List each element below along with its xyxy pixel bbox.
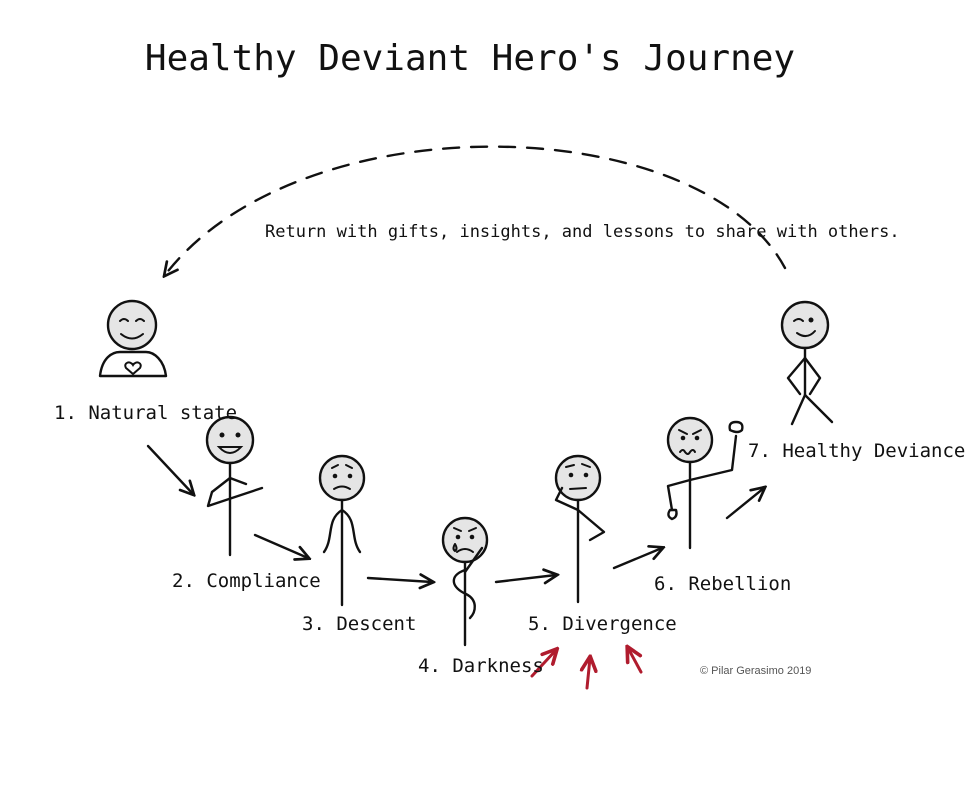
figure-darkness bbox=[441, 516, 489, 647]
copyright-notice: © Pilar Gerasimo 2019 bbox=[700, 665, 812, 677]
diagram-title: Healthy Deviant Hero's Journey bbox=[144, 38, 796, 79]
arrow-2-to-3 bbox=[253, 533, 308, 558]
heart-icon bbox=[124, 361, 142, 376]
stage-label-descent: 3. Descent bbox=[302, 613, 417, 635]
figure-natural-state bbox=[98, 299, 168, 378]
stage-label-compliance: 2. Compliance bbox=[172, 570, 321, 592]
diagram-canvas: Healthy Deviant Hero's Journey bbox=[54, 38, 965, 690]
figure-rebellion bbox=[666, 416, 744, 550]
arrow-1-to-2 bbox=[146, 444, 193, 494]
return-note: Return with gifts, insights, and lessons… bbox=[265, 222, 900, 242]
return-arc-arrow bbox=[165, 145, 787, 275]
arrow-3-to-4 bbox=[366, 578, 432, 582]
arrow-4-to-5 bbox=[494, 575, 556, 582]
stage-label-natural-state: 1. Natural state bbox=[54, 402, 238, 424]
stage-label-rebellion: 6. Rebellion bbox=[654, 573, 792, 595]
figure-healthy-deviance bbox=[780, 300, 834, 426]
figure-descent bbox=[318, 454, 366, 607]
journey-illustration bbox=[98, 145, 834, 690]
arrow-6-to-7 bbox=[725, 488, 764, 520]
figure-compliance bbox=[205, 415, 264, 557]
figure-divergence bbox=[554, 454, 606, 604]
arrow-5-to-6 bbox=[612, 548, 662, 570]
stage-label-darkness: 4. Darkness bbox=[418, 655, 544, 677]
stage-label-healthy-deviance: 7. Healthy Deviance bbox=[748, 440, 965, 462]
divergence-red-arrows bbox=[530, 648, 643, 690]
stage-label-divergence: 5. Divergence bbox=[528, 613, 677, 635]
